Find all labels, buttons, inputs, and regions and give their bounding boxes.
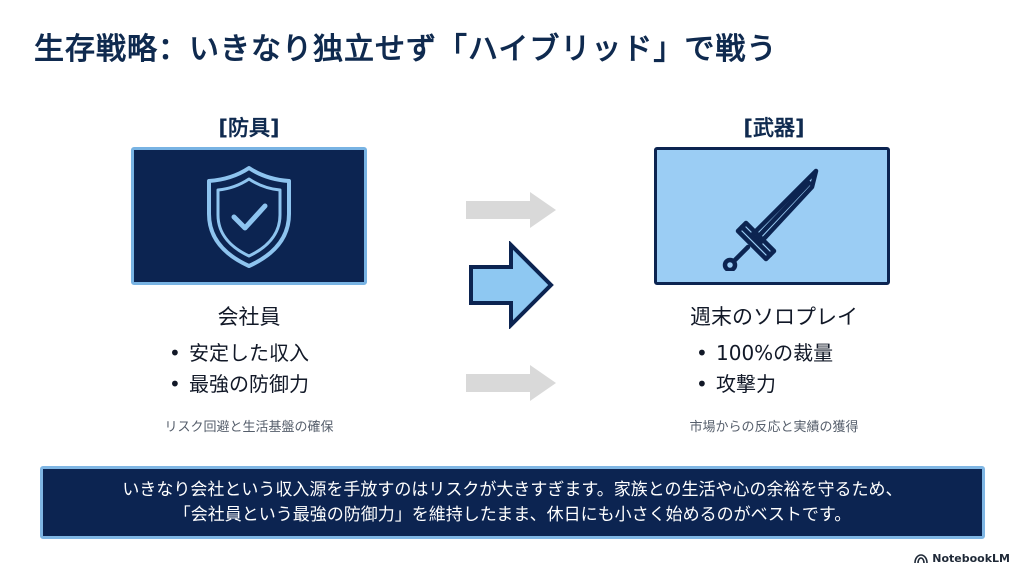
armor-label: 会社員: [217, 305, 281, 329]
page-title: 生存戦略：いきなり独立せず「ハイブリッド」で戦う: [34, 32, 778, 67]
weapon-card: [654, 147, 890, 285]
armor-bullets: •安定した収入 •最強の防御力: [169, 338, 309, 400]
summary-line-1: いきなり会社という収入源を手放すのはリスクが大きすぎます。家族との生活や心の余裕…: [122, 480, 903, 500]
list-item: •安定した収入: [169, 341, 309, 365]
arrow-right-icon: [469, 241, 554, 329]
summary-line-2: 「会社員という最強の防御力」を維持したまま、休日にも小さく始めるのがベストです。: [173, 505, 852, 525]
bullet-text: 安定した収入: [189, 341, 309, 365]
armor-card: [131, 147, 367, 285]
weapon-caption: 市場からの反応と実績の獲得: [689, 420, 859, 435]
armor-caption: リスク回避と生活基盤の確保: [164, 420, 334, 435]
bullet-text: 攻撃力: [716, 372, 776, 396]
brand-text: NotebookLM: [932, 552, 1010, 565]
armor-heading: [防具]: [218, 116, 280, 140]
bullet-text: 100%の裁量: [716, 341, 834, 365]
weapon-label: 週末のソロプレイ: [690, 305, 858, 329]
weapon-heading: [武器]: [743, 116, 805, 140]
weapon-bullets: •100%の裁量 •攻撃力: [696, 338, 833, 400]
summary-message: いきなり会社という収入源を手放すのはリスクが大きすぎます。家族との生活や心の余裕…: [40, 466, 985, 539]
notebooklm-logo-icon: [914, 553, 929, 563]
list-item: •最強の防御力: [169, 372, 309, 396]
arrow-right-icon: [466, 192, 556, 228]
shield-check-icon: [207, 166, 291, 268]
arrow-right-icon: [466, 365, 556, 401]
list-item: •100%の裁量: [696, 341, 834, 365]
sword-icon: [722, 168, 819, 271]
bullet-text: 最強の防御力: [189, 372, 309, 396]
brand-logo: NotebookLM: [914, 552, 1010, 565]
list-item: •攻撃力: [696, 372, 776, 396]
